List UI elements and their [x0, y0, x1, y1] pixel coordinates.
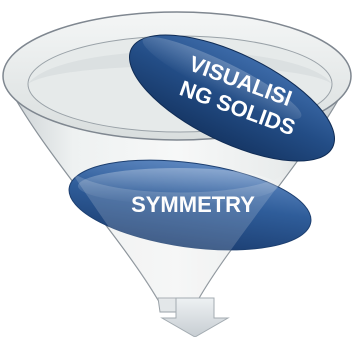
down-arrow-shape — [160, 297, 230, 337]
stage-visualising-solids: VISUALISI NG SOLIDS — [129, 34, 335, 162]
stage-symmetry-shine — [78, 168, 278, 204]
stage-visualising-shine — [142, 36, 302, 120]
funnel-overlay — [70, 170, 290, 300]
down-arrow-icon — [160, 297, 230, 337]
stage-symmetry: SYMMETRY — [68, 159, 312, 251]
funnel-inner-shadow — [28, 51, 332, 84]
stage-symmetry-label: SYMMETRY — [131, 192, 255, 217]
